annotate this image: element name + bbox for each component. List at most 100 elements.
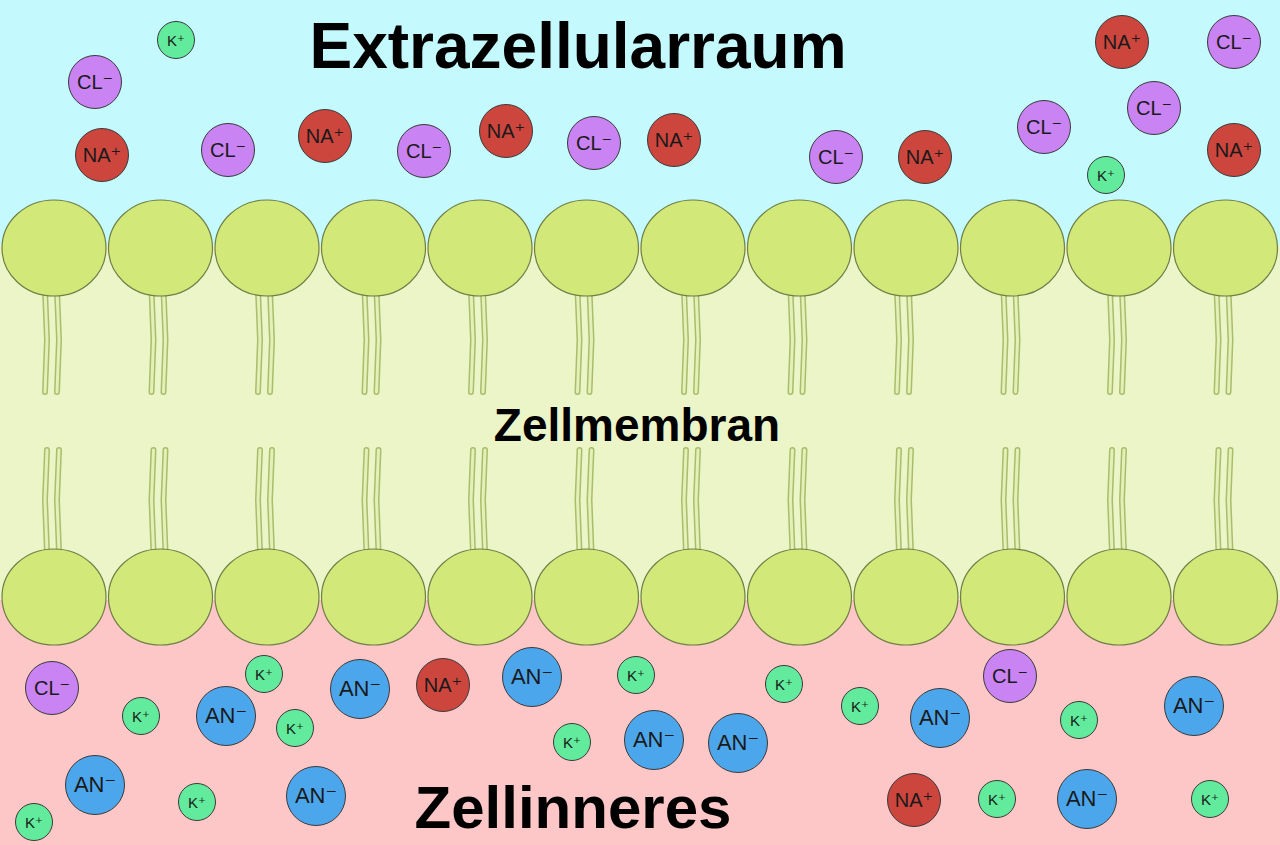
lipid-head [428, 549, 532, 645]
ion-circle: CL⁻ [201, 123, 255, 177]
lipid-tail [897, 450, 899, 552]
lipid-tail [1217, 290, 1219, 392]
lipid-tail [270, 290, 272, 392]
ion-label: NA⁺ [487, 121, 525, 141]
lipid-tail [791, 450, 793, 552]
lipid-head [854, 200, 958, 296]
lipid-tail [590, 290, 592, 392]
region-title: Zellmembran [494, 402, 780, 448]
ion-label: K⁺ [188, 795, 206, 810]
ion-label: CL⁻ [1026, 117, 1062, 137]
lipid-heads [2, 200, 1278, 645]
ion-label: NA⁺ [895, 790, 933, 810]
ion-circle: NA⁺ [1207, 123, 1261, 177]
ion-circle: AN⁻ [502, 647, 562, 707]
lipid-tail [377, 450, 379, 552]
ion-circle: AN⁻ [708, 713, 768, 773]
ion-label: NA⁺ [906, 147, 944, 167]
ion-label: K⁺ [1201, 792, 1219, 807]
ion-circle: K⁺ [553, 723, 591, 761]
intracellular-ground [0, 600, 1280, 845]
lipid-head [215, 549, 319, 645]
ion-circle: K⁺ [765, 665, 803, 703]
lipid-tail [152, 290, 154, 392]
ion-circle: CL⁻ [397, 124, 451, 178]
lipid-tail [897, 290, 899, 392]
lipid-head [641, 200, 745, 296]
lipid-tail [258, 290, 260, 392]
lipid-tail [152, 450, 154, 552]
ion-circle: K⁺ [978, 780, 1016, 818]
ion-circle: AN⁻ [65, 755, 125, 815]
lipid-tail [483, 290, 485, 392]
lipid-tail [471, 290, 473, 392]
ion-label: AN⁻ [511, 666, 553, 688]
ion-circle: CL⁻ [25, 661, 79, 715]
lipid-tail [45, 290, 47, 392]
lipid-tail [1229, 290, 1231, 392]
ion-label: CL⁻ [34, 678, 70, 698]
ion-circle: AN⁻ [1164, 676, 1224, 736]
lipid-tail [1122, 290, 1124, 392]
lipid-tail [258, 450, 260, 552]
ion-circle: K⁺ [841, 687, 879, 725]
region-title: Zellinneres [415, 778, 732, 838]
lipid-tail [1110, 290, 1112, 392]
lipid-tail [152, 450, 154, 552]
lipid-tail [909, 290, 911, 392]
ion-label: K⁺ [25, 815, 43, 830]
lipid-tail [45, 450, 47, 552]
ion-label: K⁺ [851, 699, 869, 714]
lipid-tail [57, 450, 59, 552]
ion-label: AN⁻ [1173, 695, 1215, 717]
lipid-head [1067, 200, 1171, 296]
lipid-tail [1122, 290, 1124, 392]
ion-label: K⁺ [1070, 713, 1088, 728]
ion-label: K⁺ [563, 735, 581, 750]
ion-circle: AN⁻ [286, 766, 346, 826]
ion-label: CL⁻ [406, 141, 442, 161]
lipid-tail [365, 450, 367, 552]
ion-circle: K⁺ [15, 803, 53, 841]
lipid-head [322, 200, 426, 296]
ion-label: K⁺ [988, 792, 1006, 807]
lipid-head [109, 200, 213, 296]
ion-label: K⁺ [627, 668, 645, 683]
lipid-tail [909, 290, 911, 392]
lipid-tail [483, 450, 485, 552]
lipid-tail [696, 290, 698, 392]
lipid-tail [578, 290, 580, 392]
lipid-tail [684, 290, 686, 392]
ion-label: CL⁻ [1136, 98, 1172, 118]
lipid-tails [45, 290, 1231, 552]
lipid-head [2, 200, 106, 296]
lipid-tail [696, 290, 698, 392]
ion-label: NA⁺ [1215, 140, 1253, 160]
ion-label: AN⁻ [74, 774, 116, 796]
ion-label: AN⁻ [205, 705, 247, 727]
ion-circle: AN⁻ [1057, 769, 1117, 829]
lipid-tail [578, 290, 580, 392]
lipid-tail [590, 290, 592, 392]
lipid-head [1174, 549, 1278, 645]
lipid-tail [365, 450, 367, 552]
ion-circle: NA⁺ [75, 128, 129, 182]
lipid-tail [1217, 450, 1219, 552]
lipid-tail [57, 290, 59, 392]
ion-label: NA⁺ [424, 675, 462, 695]
lipid-tail [1110, 450, 1112, 552]
ion-circle: CL⁻ [1207, 15, 1261, 69]
lipid-tail [696, 450, 698, 552]
ion-label: NA⁺ [655, 130, 693, 150]
lipid-tail [164, 290, 166, 392]
lipid-tail [483, 450, 485, 552]
lipid-tail [684, 450, 686, 552]
lipid-tail [897, 450, 899, 552]
ion-circle: K⁺ [1087, 156, 1125, 194]
ion-circle: CL⁻ [68, 55, 122, 109]
lipid-tail [1016, 290, 1018, 392]
ion-label: NA⁺ [1103, 32, 1141, 52]
lipid-tail [270, 450, 272, 552]
ion-circle: NA⁺ [1095, 15, 1149, 69]
membrane-ground [0, 245, 1280, 600]
